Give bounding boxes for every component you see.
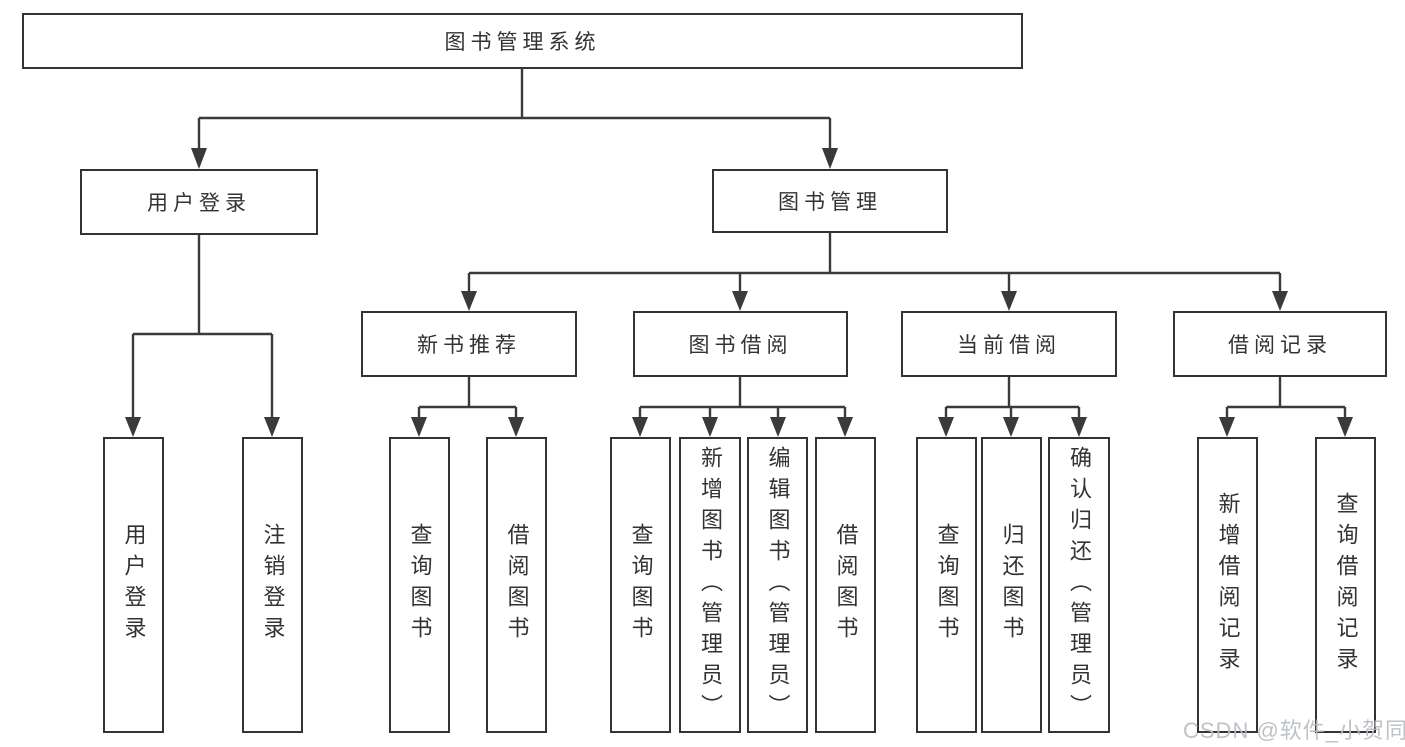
leaf-cb-return-books: 归还图书 [981,437,1042,733]
node-book-borrow: 图书借阅 [633,311,848,377]
leaf-nbr-query-books: 查询图书 [389,437,450,733]
leaf-bb-edit-books-admin-label: 编辑图书（管理员） [765,445,791,725]
leaf-logout-label: 注销登录 [260,523,286,647]
node-current-borrow: 当前借阅 [901,311,1117,377]
leaf-nbr-borrow-books-label: 借阅图书 [504,523,530,647]
leaf-logout: 注销登录 [242,437,303,733]
leaf-cb-query-books-label: 查询图书 [934,523,960,647]
leaf-bb-query-books: 查询图书 [610,437,671,733]
leaf-user-login-label: 用户登录 [121,523,147,647]
node-root: 图书管理系统 [22,13,1023,69]
node-new-book-recommend: 新书推荐 [361,311,577,377]
leaf-br-add-record: 新增借阅记录 [1197,437,1258,733]
leaf-nbr-borrow-books: 借阅图书 [486,437,547,733]
node-new-book-recommend-label: 新书推荐 [417,334,521,357]
node-root-label: 图书管理系统 [444,31,601,54]
node-user-login: 用户登录 [80,169,318,235]
leaf-cb-query-books: 查询图书 [916,437,977,733]
node-book-borrow-label: 图书借阅 [688,334,793,357]
leaf-cb-return-books-label: 归还图书 [999,523,1025,647]
leaf-bb-add-books-admin: 新增图书（管理员） [679,437,741,733]
leaf-nbr-query-books-label: 查询图书 [407,523,433,647]
leaf-bb-borrow-books-label: 借阅图书 [833,523,859,647]
leaf-cb-confirm-return-admin-label: 确认归还（管理员） [1067,445,1092,725]
leaf-user-login: 用户登录 [103,437,164,733]
node-borrow-record-label: 借阅记录 [1228,334,1332,357]
node-current-borrow-label: 当前借阅 [957,334,1061,357]
leaf-bb-edit-books-admin: 编辑图书（管理员） [747,437,808,733]
node-book-management: 图书管理 [712,169,948,233]
node-borrow-record: 借阅记录 [1173,311,1387,377]
leaf-br-query-record-label: 查询借阅记录 [1333,492,1359,678]
leaf-bb-add-books-admin-label: 新增图书（管理员） [698,445,723,725]
leaf-bb-query-books-label: 查询图书 [628,523,654,647]
node-book-management-label: 图书管理 [778,191,882,214]
leaf-br-add-record-label: 新增借阅记录 [1215,492,1241,678]
leaf-cb-confirm-return-admin: 确认归还（管理员） [1048,437,1110,733]
leaf-br-query-record: 查询借阅记录 [1315,437,1376,733]
leaf-bb-borrow-books: 借阅图书 [815,437,876,733]
node-user-login-label: 用户登录 [147,192,251,215]
